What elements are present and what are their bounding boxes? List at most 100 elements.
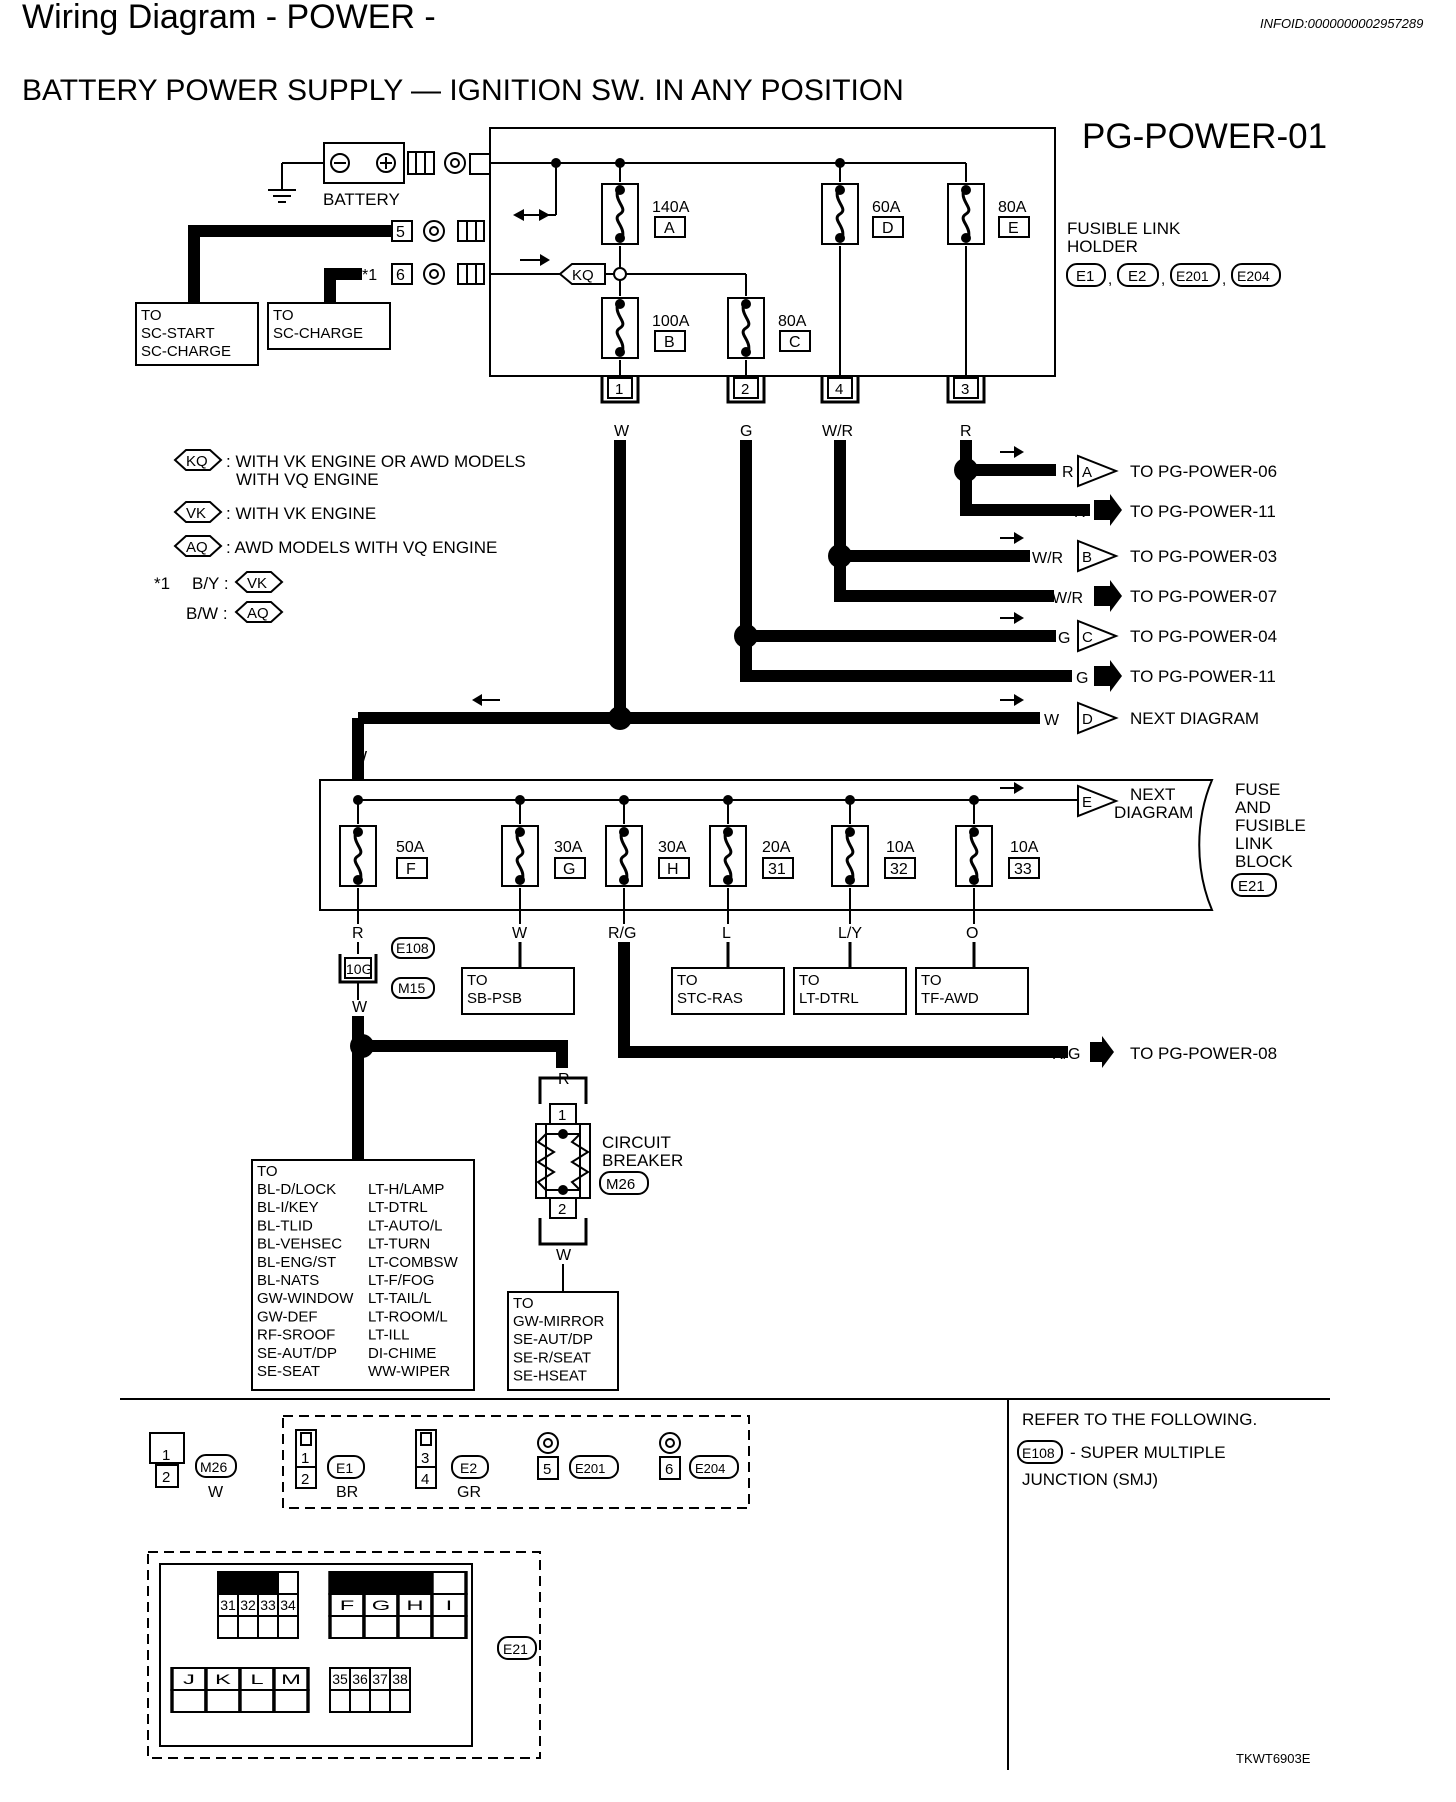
page-title: Wiring Diagram - POWER - [22,0,436,36]
fuse-33 [954,824,994,888]
to-box-big-item: LT-H/LAMP [368,1181,444,1198]
cb-pin1: 1 [558,1107,566,1124]
to-box-big-item: GW-DEF [257,1308,318,1325]
to-box-big-item: BL-VEHSEC [257,1236,342,1253]
legend-vk-tag: VK [186,505,206,522]
fusible-link-e [946,182,986,246]
link-b-amps: 100A [652,313,690,330]
out-3-wire: W/R [1032,550,1063,567]
to-box-big-item: RF-SROOF [257,1327,335,1344]
e21-cavity-label: 38 [392,1671,408,1687]
to-box-sb-psb-line1: TO [467,972,488,989]
fuse-31 [708,824,748,888]
fuse-h [604,824,644,888]
conn-e2-color: GR [457,1484,481,1501]
e21-cavity-label: M [281,1672,301,1688]
refer-connector: E108 [1022,1445,1055,1461]
fuse-f-amps: 50A [396,839,425,856]
legend-kq-tag: KQ [186,453,208,470]
fuse-33-id: 33 [1014,861,1032,878]
to-box-big-item: LT-ILL [368,1327,409,1344]
to-box-sc-start-line1: TO [141,307,162,324]
holder-wire-wr: W/R [822,423,853,440]
to-box-tf-awd-line2: TF-AWD [921,990,979,1007]
smj-pin: 10G [346,961,372,977]
conn-e201-id: E201 [575,1461,605,1476]
fuse-block-title-3: FUSIBLE [1235,816,1306,835]
fuse-block-title-4: LINK [1235,834,1273,853]
conn-m26-color: W [208,1484,224,1501]
to-box-cb-item: SE-R/SEAT [513,1349,591,1366]
to-box-stc-ras [671,967,785,1015]
conn-e204-id: E204 [695,1461,725,1476]
to-box-cb-item: SE-HSEAT [513,1368,587,1385]
holder-connector-e1: E1 [1076,268,1094,285]
footer-code: TKWT6903E [1236,1751,1311,1766]
to-box-cb [507,1291,619,1391]
legend-note2-wire: B/W : [186,604,228,623]
fusible-link-a [600,182,640,246]
holder-title-line2: HOLDER [1067,237,1138,256]
to-box-big-item: WW-WIPER [368,1363,450,1380]
holder-pin-4: 4 [835,381,843,398]
to-box-big-item: GW-WINDOW [257,1290,354,1307]
smj-branch-wires [350,1016,568,1160]
to-box-big-item: DI-CHIME [368,1345,436,1362]
e21-cavity-label: K [215,1672,231,1688]
conn-e2-pin-top: 3 [421,1450,429,1467]
to-box-big-item: LT-COMBSW [368,1254,459,1271]
fuse-h-wire: R/G [608,925,636,942]
smj-wire-below: W [352,999,368,1016]
info-id: INFOID:0000000002957289 [1260,16,1424,31]
to-box-big-item: BL-D/LOCK [257,1181,336,1198]
e21-cavity-label: 35 [332,1671,348,1687]
fuse-block-title-1: FUSE [1235,780,1280,799]
conn-m26-pin-top: 1 [162,1447,170,1464]
fuse-block-title-2: AND [1235,798,1271,817]
to-box-sb-psb-line2: SB-PSB [467,990,522,1007]
cb-label-line1: CIRCUIT [602,1133,671,1152]
fuse-g [500,824,540,888]
to-box-lt-dtrl-line2: LT-DTRL [799,990,859,1007]
holder-pin-3: 3 [961,381,969,398]
to-box-tf-awd [915,967,1029,1015]
conn-e21-id: E21 [503,1641,528,1657]
link-a-letter: A [664,220,675,237]
e21-cavity-label: 37 [372,1671,388,1687]
conn-e2-id: E2 [460,1460,477,1476]
e21-cavity-label: 31 [220,1597,236,1613]
fuse-33-wire: O [966,925,978,942]
to-box-big [251,1159,475,1391]
fusible-link-d [820,182,860,246]
fusible-link-c [726,296,766,360]
cb-connector: M26 [606,1176,635,1193]
terminal-6-pin: 6 [396,267,405,284]
refer-line1: REFER TO THE FOLLOWING. [1022,1410,1257,1429]
smj-branch-wire: R [396,1039,408,1056]
fuse-32-wire: L/Y [838,925,862,942]
conn-e1-id: E1 [336,1460,353,1476]
legend-vk-text: : WITH VK ENGINE [226,504,376,523]
main-output-wires [352,440,1122,744]
out-3-tag: B [1082,549,1092,566]
to-box-cb-item: GW-MIRROR [513,1313,605,1330]
holder-output-terminals [600,376,986,404]
e21-cavity-label: H [406,1598,423,1614]
e21-cavity-label: 36 [352,1671,368,1687]
to-box-big-item: BL-NATS [257,1272,319,1289]
link-d-amps: 60A [872,199,901,216]
smj-connector [338,937,435,1000]
to-box-big-item: BL-TLID [257,1217,313,1234]
to-box-big-item: LT-F/FOG [368,1272,434,1289]
e21-cavity-label: F [340,1598,355,1614]
link-c-letter: C [789,334,801,351]
e21-cavity-label: 32 [240,1597,256,1613]
out-6-dest: TO PG-POWER-11 [1130,667,1276,686]
holder-wire-g: G [740,423,752,440]
cb-label-line2: BREAKER [602,1151,683,1170]
to-box-lt-dtrl [793,967,907,1015]
fuse-output-wires [357,910,1114,1068]
legend-note1-wire: B/Y : [192,574,229,593]
